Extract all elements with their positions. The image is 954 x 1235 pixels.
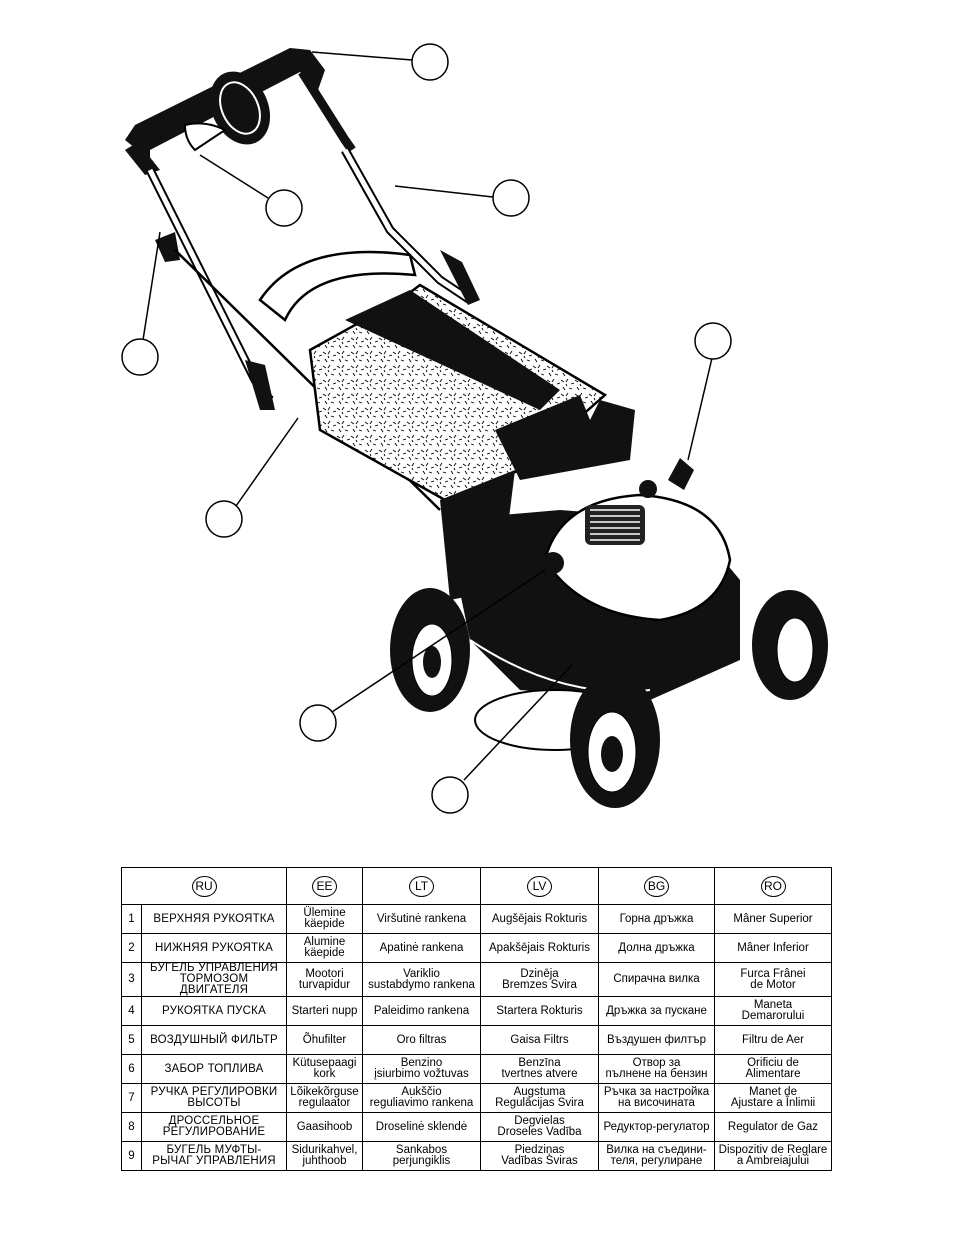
cell-lv: Benzīna tvertnes atvere: [480, 1054, 599, 1084]
cell-lv: Startera Rokturis: [480, 996, 599, 1026]
table-row: 8 ДРОССЕЛЬНОЕ РЕГУЛИРОВАНИЕ Gaasihoob Dr…: [121, 1112, 832, 1142]
cell-lt: Viršutinė rankena: [362, 904, 481, 934]
cell-ro: Regulator de Gaz: [714, 1112, 832, 1142]
table-row: 6 ЗАБОР ТОПЛИВА Kütusepaagi kork Benzino…: [121, 1054, 832, 1084]
row-number: 2: [121, 933, 142, 963]
cell-ro: Manet de Ajustare a Înlimii: [714, 1083, 832, 1113]
cell-lv: Degvielas Droseles Vadība: [480, 1112, 599, 1142]
cell-ru: РУКОЯТКА ПУСКА: [141, 996, 287, 1026]
row-number: 5: [121, 1025, 142, 1055]
row-number: 6: [121, 1054, 142, 1084]
table-row: 2 НИЖНЯЯ РУКОЯТКА Alumine käepide Apatin…: [121, 933, 832, 963]
row-number: 4: [121, 996, 142, 1026]
row-number: 7: [121, 1083, 142, 1113]
air-filter-grille: [585, 505, 645, 545]
lang-header-ru: RU: [121, 867, 287, 905]
cell-ee: Sidurikahvel, juhthoob: [286, 1141, 363, 1171]
cell-lt: Apatinė rankena: [362, 933, 481, 963]
starter-knob: [639, 480, 657, 498]
lawn-mower-illustration: [121, 43, 828, 814]
cell-bg: Отвор за пълнене на бензин: [598, 1054, 715, 1084]
table-row: 5 ВОЗДУШНЫЙ ФИЛЬТР Õhufilter Oro filtras…: [121, 1025, 832, 1055]
cell-lv: Gaisa Filtrs: [480, 1025, 599, 1055]
cell-ro: Orificiu de Alimentare: [714, 1054, 832, 1084]
cell-ro: Mâner Superior: [714, 904, 832, 934]
engine: [542, 458, 732, 622]
cell-ro: Dispozitiv de Reglare a Ambreiajului: [714, 1141, 832, 1171]
table-row: 7 РУЧКА РЕГУЛИРОВКИ ВЫСОТЫ Lõikekõrguse …: [121, 1083, 832, 1113]
upper-handle: [125, 48, 356, 175]
cell-ee: Lõikekõrguse regulaator: [286, 1083, 363, 1113]
row-number: 9: [121, 1141, 142, 1171]
cell-lt: Oro filtras: [362, 1025, 481, 1055]
lang-header-ro: RO: [714, 867, 832, 905]
cell-ee: Ülemine käepide: [286, 904, 363, 934]
cell-ee: Alumine käepide: [286, 933, 363, 963]
cell-bg: Ръчка за настройка на височината: [598, 1083, 715, 1113]
cell-ro: Furca Frânei de Motor: [714, 962, 832, 997]
cell-ro: Filtru de Aer: [714, 1025, 832, 1055]
cell-bg: Въздушен филтър: [598, 1025, 715, 1055]
row-number: 1: [121, 904, 142, 934]
table-row: 9 БУГЕЛЬ МУФТЫ- РЫЧАГ УПРАВЛЕНИЯ Sidurik…: [121, 1141, 832, 1171]
table-row: 4 РУКОЯТКА ПУСКА Starteri nupp Paleidimo…: [121, 996, 832, 1026]
cell-lt: Droselinė sklendė: [362, 1112, 481, 1142]
cell-lt: Variklio sustabdymo rankena: [362, 962, 481, 997]
fuel-cap: [542, 552, 564, 574]
language-header-row: RU EE LT LV BG RO: [121, 867, 832, 905]
cell-bg: Спирачна вилка: [598, 962, 715, 997]
cell-lv: Dzinēja Bremzes Svira: [480, 962, 599, 997]
cell-ee: Õhufilter: [286, 1025, 363, 1055]
callouts: [121, 43, 732, 814]
callout-circle: [299, 704, 337, 742]
cell-lt: Benzino įsiurbimo vožtuvas: [362, 1054, 481, 1084]
wheels: [390, 588, 828, 808]
cell-ru: БУГЕЛЬ МУФТЫ- РЫЧАГ УПРАВЛЕНИЯ: [141, 1141, 287, 1171]
callout-circle: [431, 776, 469, 814]
row-number: 8: [121, 1112, 142, 1142]
cell-ru: ДРОССЕЛЬНОЕ РЕГУЛИРОВАНИЕ: [141, 1112, 287, 1142]
row-number: 3: [121, 962, 142, 997]
callout-circle: [492, 179, 530, 217]
cell-ro: Mâner Inferior: [714, 933, 832, 963]
cell-bg: Горна дръжка: [598, 904, 715, 934]
callout-circle: [121, 338, 159, 376]
lang-header-ee: EE: [286, 867, 363, 905]
cell-lv: Piedziņas Vadības Sviras: [480, 1141, 599, 1171]
cell-ru: ВОЗДУШНЫЙ ФИЛЬТР: [141, 1025, 287, 1055]
cell-bg: Вилка на съедини- теля, регулиране: [598, 1141, 715, 1171]
cell-ee: Gaasihoob: [286, 1112, 363, 1142]
cell-lv: Apakšējais Rokturis: [480, 933, 599, 963]
cell-ro: Maneta Demarorului: [714, 996, 832, 1026]
cell-bg: Дръжка за пускане: [598, 996, 715, 1026]
lang-header-bg: BG: [598, 867, 715, 905]
cell-lt: Sankabos perjungiklis: [362, 1141, 481, 1171]
cell-ru: ЗАБОР ТОПЛИВА: [141, 1054, 287, 1084]
callout-circle: [205, 500, 243, 538]
lang-header-lt: LT: [362, 867, 481, 905]
cell-ee: Mootori turvapidur: [286, 962, 363, 997]
cell-ee: Kütusepaagi kork: [286, 1054, 363, 1084]
table-row: 3 БУГЕЛЬ УПРАВЛЕНИЯ ТОРМОЗОМ ДВИГАТЕЛЯ M…: [121, 962, 832, 997]
table-row: 1 ВЕРХНЯЯ РУКОЯТКА Ülemine käepide Viršu…: [121, 904, 832, 934]
parts-table: RU EE LT LV BG RO 1 ВЕРХНЯЯ РУКОЯТКА Üle…: [121, 867, 832, 1171]
cell-lv: Augšējais Rokturis: [480, 904, 599, 934]
lang-header-lv: LV: [480, 867, 599, 905]
cell-ee: Starteri nupp: [286, 996, 363, 1026]
callout-circle: [411, 43, 449, 81]
cell-lv: Augstuma Regulācijas Svira: [480, 1083, 599, 1113]
cell-ru: НИЖНЯЯ РУКОЯТКА: [141, 933, 287, 963]
callout-circle: [265, 189, 303, 227]
cell-bg: Долна дръжка: [598, 933, 715, 963]
cell-bg: Редуктор-регулатор: [598, 1112, 715, 1142]
cell-ru: БУГЕЛЬ УПРАВЛЕНИЯ ТОРМОЗОМ ДВИГАТЕЛЯ: [141, 962, 287, 997]
control-lever: [668, 458, 694, 490]
cell-ru: ВЕРХНЯЯ РУКОЯТКА: [141, 904, 287, 934]
callout-circle: [694, 322, 732, 360]
cell-lt: Paleidimo rankena: [362, 996, 481, 1026]
cell-lt: Aukščio reguliavimo rankena: [362, 1083, 481, 1113]
cell-ru: РУЧКА РЕГУЛИРОВКИ ВЫСОТЫ: [141, 1083, 287, 1113]
